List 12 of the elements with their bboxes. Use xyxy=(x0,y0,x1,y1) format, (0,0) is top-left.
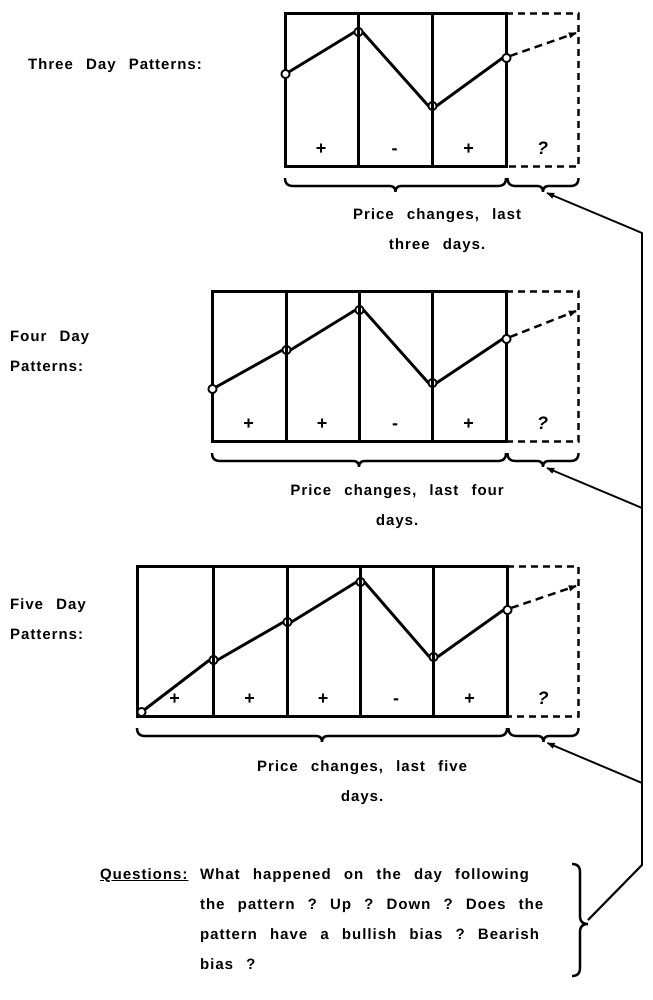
next-day-cell: ? xyxy=(507,565,580,742)
heading-text: Questions: xyxy=(100,866,188,883)
arrow xyxy=(546,742,643,921)
row-label: Four Day Patterns: xyxy=(10,327,92,377)
caption-text: Price changes, last three days. xyxy=(352,205,523,255)
row-label: Five Day Patterns: xyxy=(10,595,88,645)
question-text: What happened on the day following the pattern ? Up ? Down ? Does the pattern have a bullish bias ? Bearish bias ? xyxy=(200,865,546,975)
next-day-cell: ? xyxy=(506,12,580,192)
caption-text: Price changes, last four days. xyxy=(290,481,505,531)
row-label: Three Day Patterns: xyxy=(28,55,203,75)
caption-text: Price changes, last five days. xyxy=(256,757,469,807)
next-day-cell: ? xyxy=(506,290,580,467)
